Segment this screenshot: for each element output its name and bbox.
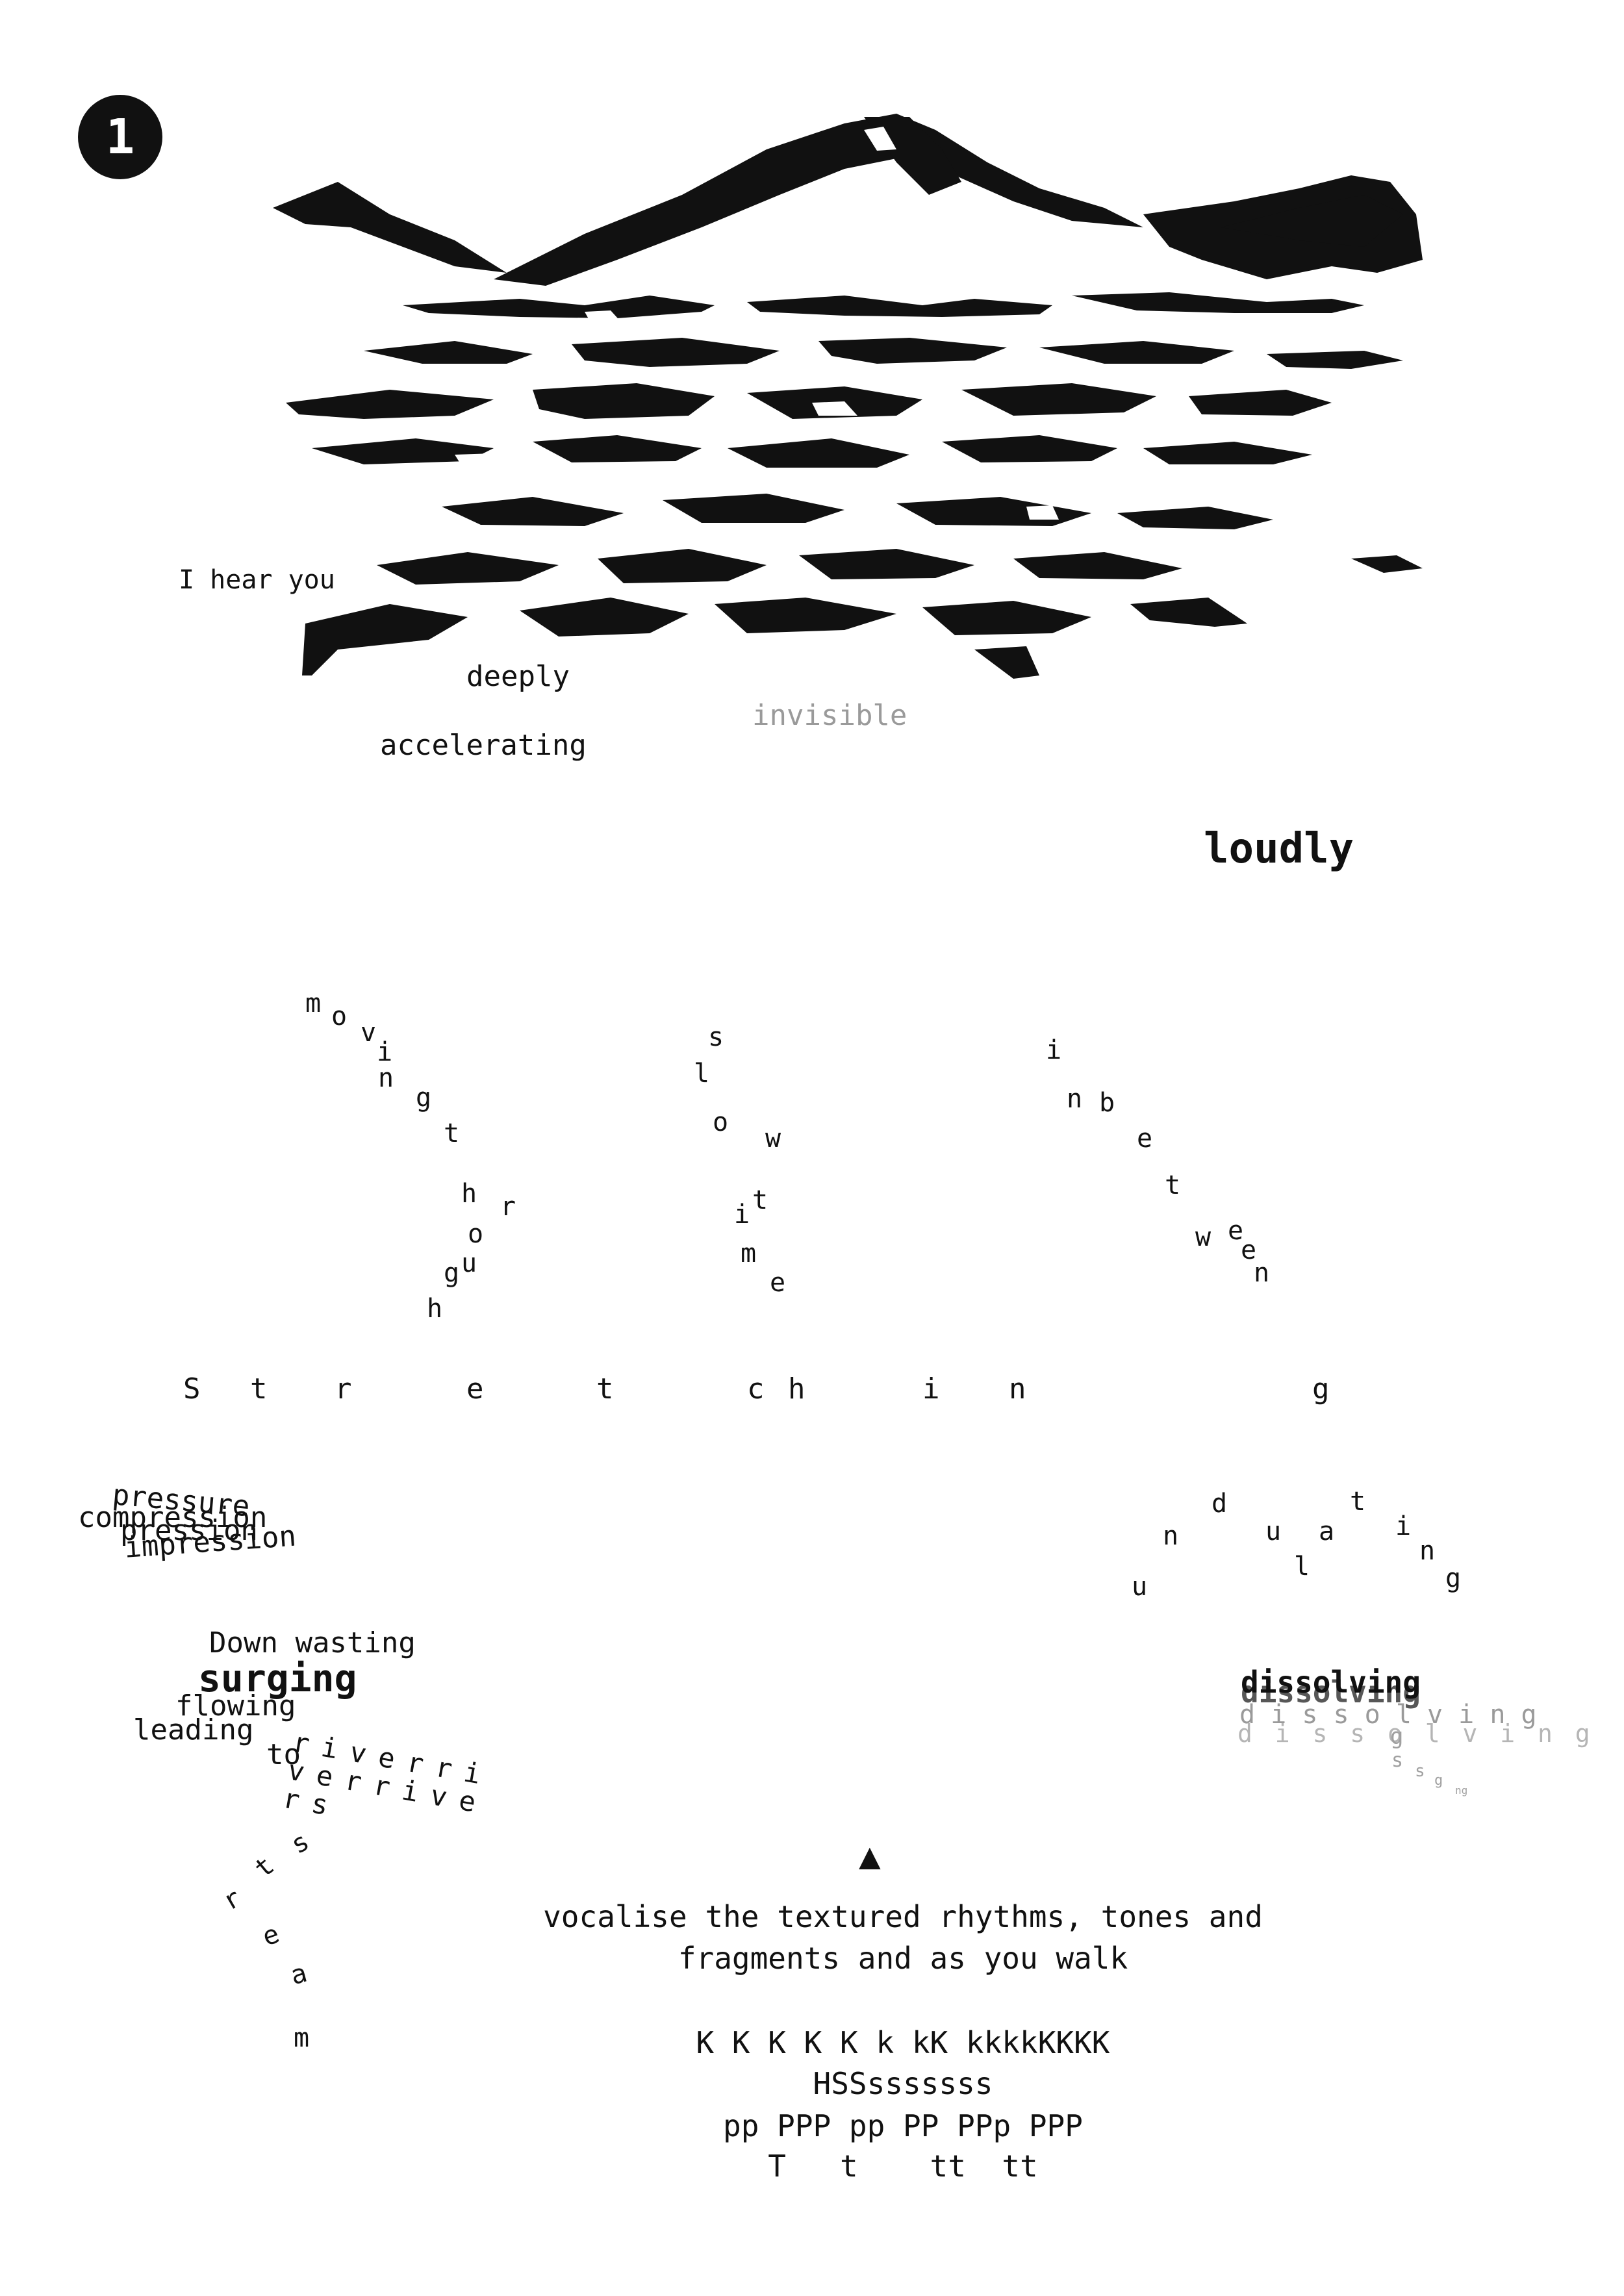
letter: o [713, 1107, 729, 1137]
down-wasting-text: Down wasting [209, 1626, 416, 1659]
dissolving-trail-letters: g s s g ng [1390, 1724, 1467, 1797]
letter: l [694, 1059, 710, 1089]
letter: i [1046, 1035, 1062, 1065]
letter: S [183, 1372, 201, 1406]
sound-hss-line: HSSsssssss [813, 2066, 993, 2101]
mountain-landscape-illustration [273, 114, 1423, 679]
i-hear-you-text: I hear you [179, 565, 335, 595]
letter: n [1067, 1084, 1083, 1114]
letter: g [1445, 1563, 1462, 1593]
letter: g [444, 1258, 460, 1288]
dissolving-text: dissolving [1241, 1665, 1421, 1700]
letter: g [416, 1083, 432, 1113]
letter: t [1165, 1170, 1181, 1200]
letter: u [461, 1248, 477, 1278]
letter: s [708, 1022, 724, 1052]
letter: e [1228, 1216, 1244, 1246]
instruction-line-1: vocalise the textured rhythms, tones and [543, 1899, 1263, 1934]
letter: s [286, 1826, 314, 1860]
sound-t-line: T t tt tt [768, 2149, 1038, 2184]
letter: c [747, 1372, 765, 1406]
accelerating-text: accelerating [380, 729, 587, 762]
pression-text: pression [120, 1514, 258, 1547]
letter: r [500, 1192, 516, 1222]
letter: h [461, 1179, 477, 1209]
to-text: to [266, 1738, 301, 1771]
letter: d [1212, 1489, 1228, 1519]
letter: i [1395, 1511, 1412, 1541]
svg-text:s: s [1391, 1749, 1403, 1772]
letter: u [1132, 1572, 1148, 1602]
dissolving-echo-text: dissolving [1241, 1674, 1421, 1709]
triangle-marker-icon: ▲ [859, 1835, 881, 1877]
page-number-badge: 1 [78, 95, 162, 179]
letter: v [361, 1018, 377, 1048]
deeply-text: deeply [466, 660, 570, 693]
rivers-text: r i v e r r i v e r r i v e r s [280, 1726, 483, 1822]
sound-k-line: K K K K K k kK kkkkKKKK [696, 2025, 1110, 2060]
letter: m [305, 989, 322, 1018]
letter: r [335, 1372, 352, 1406]
letter: n [1009, 1372, 1026, 1406]
letter: e [466, 1372, 484, 1406]
svg-text:g: g [1434, 1772, 1443, 1789]
letter: t [1350, 1487, 1366, 1517]
letter: w [1195, 1222, 1212, 1252]
letter: i [922, 1372, 940, 1406]
letter: e [1241, 1235, 1257, 1265]
invisible-text: invisible [752, 699, 907, 732]
letter: n [1254, 1258, 1270, 1288]
instruction-line-2: fragments and as you walk [678, 1941, 1128, 1976]
dissolving-faded-echo-text: d i s s o l v i n g [1237, 1719, 1594, 1748]
dissolving-faded-text: d i s s o l v i n g [1239, 1700, 1537, 1730]
svg-text:g: g [1390, 1724, 1403, 1750]
leading-text: leading [133, 1713, 254, 1747]
surging-text: surging [198, 1656, 357, 1700]
letter: n [1419, 1536, 1436, 1566]
letter: t [250, 1372, 268, 1406]
letter: e [1137, 1124, 1153, 1154]
letter: g [1312, 1372, 1330, 1406]
letter: t [444, 1118, 460, 1148]
letter: m [294, 2023, 310, 2053]
flowing-text: flowing [175, 1689, 296, 1722]
svg-text:s: s [1415, 1761, 1425, 1781]
letter: n [1163, 1521, 1179, 1551]
letter: o [331, 1002, 348, 1031]
letter: t [249, 1850, 281, 1884]
compression-text: compression [78, 1501, 268, 1534]
letter: e [770, 1268, 786, 1298]
letter: o [468, 1219, 484, 1249]
letter: t [596, 1372, 614, 1406]
loudly-text: loudly [1204, 825, 1354, 873]
letter: m [741, 1239, 757, 1268]
letter: i [377, 1037, 393, 1067]
svg-text:ng: ng [1455, 1784, 1467, 1797]
letter: n [378, 1063, 394, 1093]
letter: w [765, 1124, 781, 1154]
letter: a [1319, 1517, 1335, 1546]
letter: t [752, 1185, 768, 1215]
letter: h [427, 1294, 443, 1324]
letter: l [1294, 1552, 1310, 1582]
letter: i [734, 1200, 750, 1230]
sound-pp-line: pp PPP pp PP PPp PPP [723, 2108, 1083, 2143]
letter: h [788, 1372, 806, 1406]
letter: u [1265, 1517, 1282, 1546]
letter: b [1099, 1088, 1115, 1118]
